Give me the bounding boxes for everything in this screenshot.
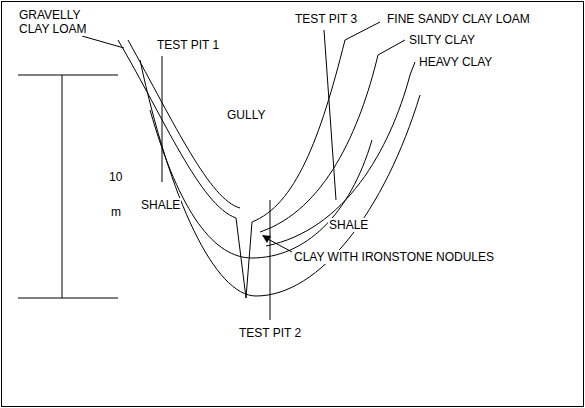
rock-label: SHALE [140, 198, 181, 212]
scale-tick [18, 298, 118, 299]
dimension-unit: m [110, 205, 122, 219]
feature-label: GULLY [226, 108, 266, 122]
rock-label: SHALE [328, 218, 369, 232]
layer-boundary [128, 40, 240, 208]
scale-bar [62, 75, 63, 298]
soil-label: GRAVELLY CLAY LOAM [18, 8, 112, 36]
test-pit-label: TEST PIT 3 [294, 12, 358, 26]
test-pit [324, 30, 336, 200]
scale-tick [18, 75, 118, 76]
arrow-head [262, 235, 271, 243]
layer-boundary [260, 40, 405, 232]
test-pit-label: TEST PIT 1 [156, 38, 220, 52]
leader-line [82, 36, 124, 48]
soil-label: HEAVY CLAY [418, 55, 493, 69]
test-pit [162, 56, 163, 182]
layer-boundary [266, 62, 415, 246]
test-pit [270, 200, 271, 320]
dimension-value: 10 [108, 170, 123, 184]
layer-boundary [150, 110, 372, 258]
test-pit-label: TEST PIT 2 [238, 326, 302, 340]
soil-label: CLAY WITH IRONSTONE NODULES [293, 250, 495, 264]
leader-line [266, 238, 292, 252]
soil-label: SILTY CLAY [408, 33, 476, 47]
soil-label: FINE SANDY CLAY LOAM [386, 12, 531, 26]
